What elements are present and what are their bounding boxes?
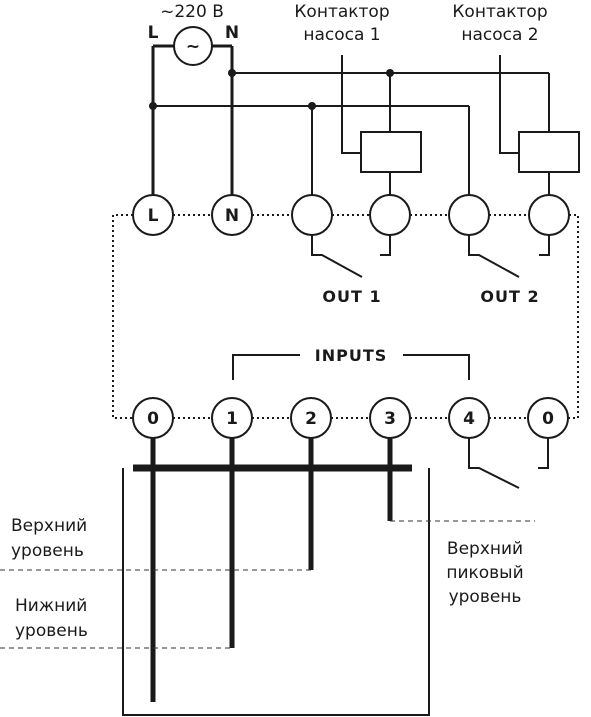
inputs-bracket: INPUTS: [232, 346, 470, 380]
terminal-in-2: 2: [290, 397, 332, 439]
terminal-in-0-right: 0: [527, 397, 569, 439]
out2-relay-contact: [468, 235, 550, 278]
svg-text:L: L: [148, 206, 159, 226]
ac-source-symbol: ~: [153, 26, 232, 66]
svg-text:2: 2: [305, 409, 317, 429]
lower-level-label-line1: Нижний: [15, 596, 87, 616]
terminal-in-1: 1: [211, 397, 253, 439]
supply-l-label: L: [148, 23, 159, 43]
terminal-in-0: 0: [132, 397, 174, 439]
supply-voltage-label: ~220 В: [160, 2, 224, 22]
contactor-2-label-line1: Контактор: [452, 2, 547, 22]
out1-relay-contact: [311, 235, 391, 278]
contactor-1-label-line1: Контактор: [294, 2, 389, 22]
out2-label: OUT 2: [480, 287, 539, 306]
water-tank: [122, 468, 430, 716]
svg-text:N: N: [225, 206, 239, 226]
ac-source-icon: ~: [186, 37, 200, 57]
supply-n-label: N: [225, 23, 239, 43]
peak-level-label-line2: пиковый: [446, 563, 523, 583]
svg-text:4: 4: [463, 409, 475, 429]
upper-level-label-line1: Верхний: [11, 516, 87, 536]
terminal-out2-a: [448, 194, 490, 236]
terminal-l: L: [132, 194, 174, 236]
contactor-2-coil: [499, 55, 580, 173]
terminal-in-3: 3: [369, 397, 411, 439]
peak-level-label-line3: уровень: [449, 587, 522, 607]
peak-level-label-line1: Верхний: [447, 539, 523, 559]
contactor-2-label-line2: насоса 2: [461, 25, 538, 45]
upper-level-label-line2: уровень: [11, 541, 84, 561]
inputs-label: INPUTS: [315, 346, 388, 365]
out1-label: OUT 1: [322, 287, 381, 306]
terminal-n: N: [211, 194, 253, 236]
terminal-out2-b: [528, 194, 570, 236]
in4-relay-contact: [468, 438, 549, 489]
terminal-out1-b: [369, 194, 411, 236]
terminal-in-4: 4: [448, 397, 490, 439]
supply-wiring: [149, 46, 550, 197]
svg-text:0: 0: [147, 409, 159, 429]
contactor-1-label-line2: насоса 1: [303, 25, 380, 45]
terminal-out1-a: [291, 194, 333, 236]
svg-text:3: 3: [384, 409, 396, 429]
svg-text:1: 1: [226, 409, 238, 429]
contactor-1-coil: [341, 55, 422, 173]
lower-level-label-line2: уровень: [15, 621, 88, 641]
controller-outline: [112, 214, 153, 419]
svg-text:0: 0: [542, 409, 554, 429]
